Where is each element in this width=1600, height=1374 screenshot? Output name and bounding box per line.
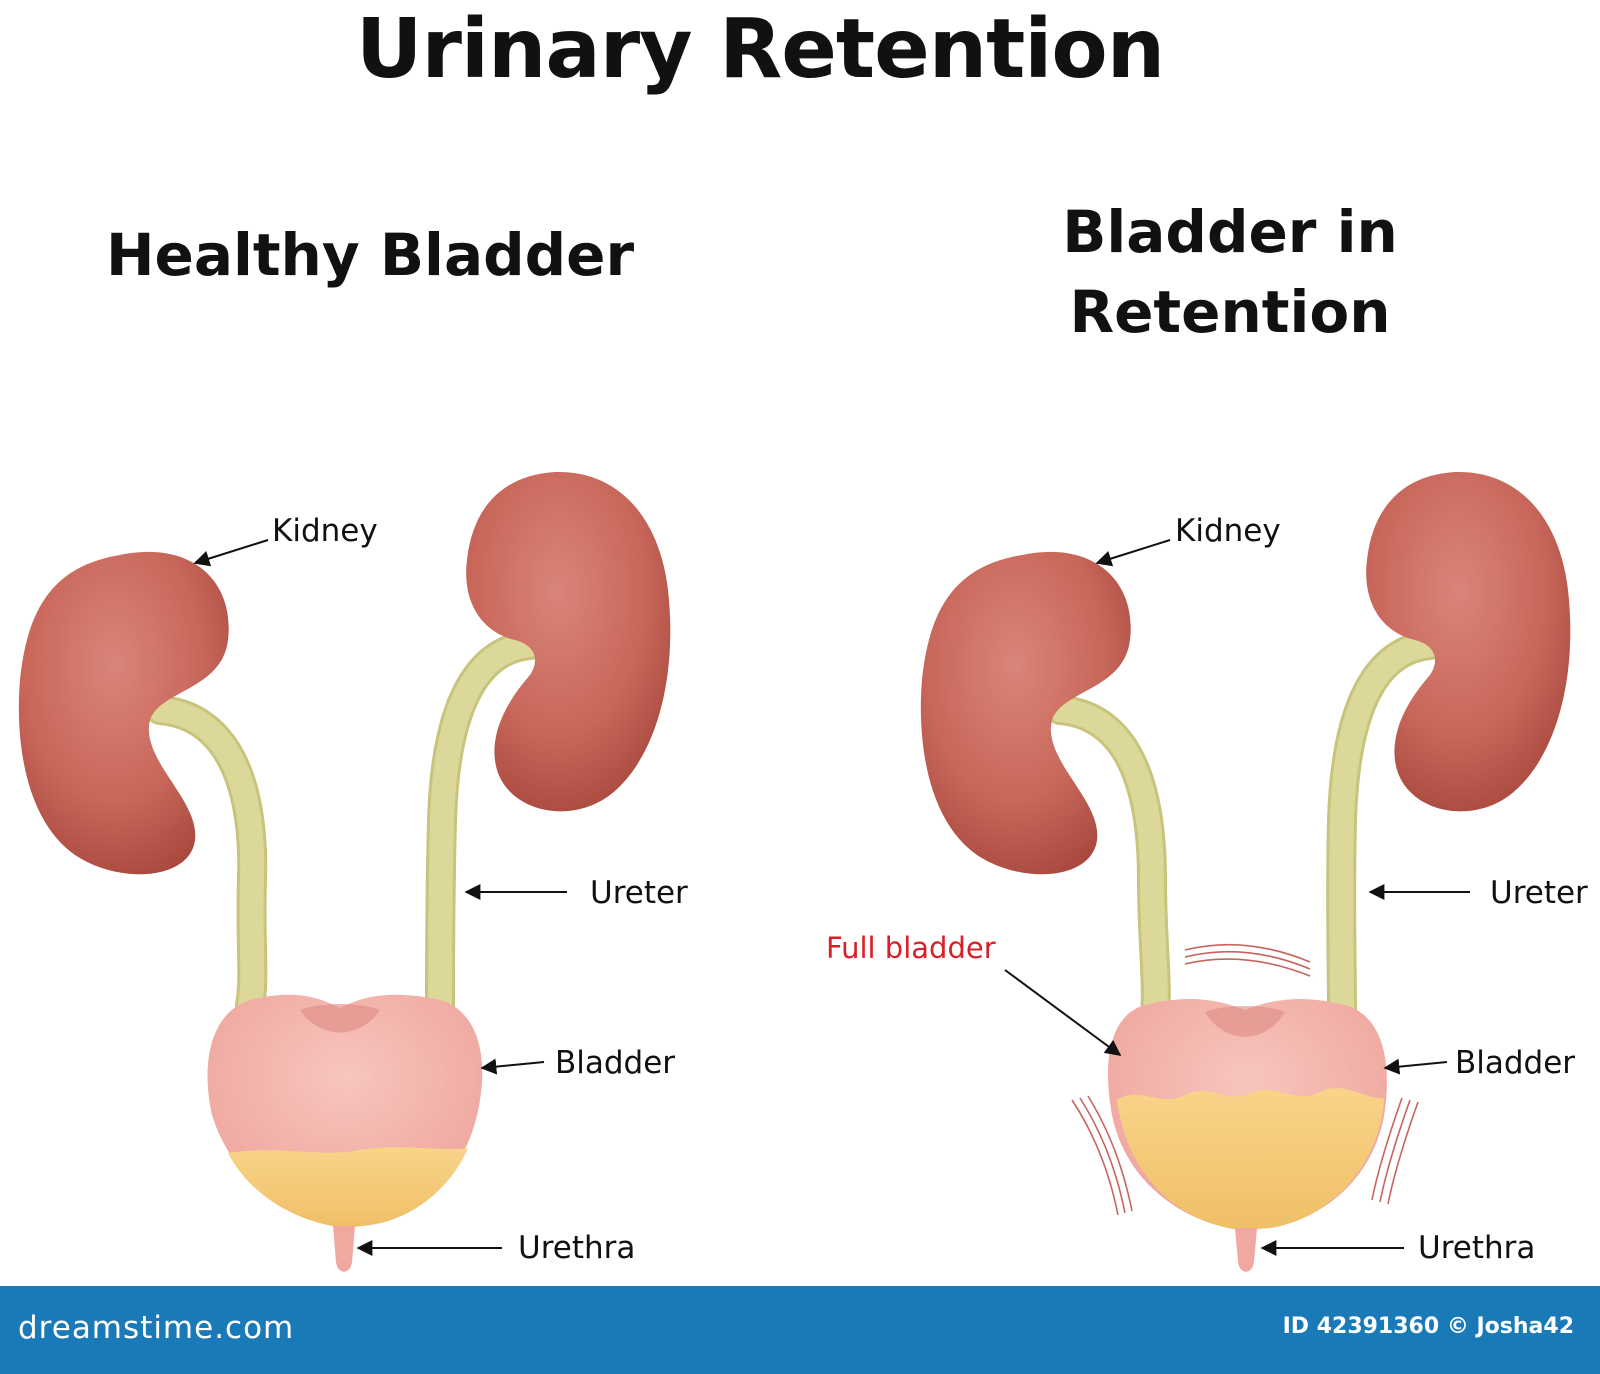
label-right-kidney: Kidney [1175, 513, 1281, 549]
footer-bar: dreamstime.com ID 42391360 © Josha42 [0, 1286, 1600, 1374]
retention-heading-line2: Retention [1069, 278, 1391, 346]
right-ureter-right-inner [1329, 633, 1442, 1027]
urinary-diagram [18, 471, 1571, 1272]
arrow-full-bladder [1004, 969, 1122, 1056]
label-right-bladder: Bladder [1455, 1045, 1576, 1081]
arrow-right-kidney [1095, 539, 1171, 567]
healthy-bladder-heading: Healthy Bladder [105, 221, 635, 289]
left-ureter-right-inner [428, 633, 542, 1017]
label-left-kidney: Kidney [272, 513, 378, 549]
right-ureter-left-inner [1048, 698, 1168, 1027]
page-title: Urinary Retention [355, 2, 1165, 97]
arrow-left-kidney [193, 539, 269, 567]
label-right-urethra: Urethra [1418, 1230, 1536, 1266]
left-ureter-left-inner [148, 698, 265, 1017]
left-bladder-shadow [300, 1004, 380, 1033]
label-left-ureter: Ureter [590, 875, 688, 911]
arrow-left-bladder [480, 1058, 545, 1075]
left-kidney-right [466, 471, 671, 812]
label-left-bladder: Bladder [555, 1045, 676, 1081]
left-urine [228, 1147, 468, 1228]
right-bladder-shadow [1205, 1006, 1285, 1037]
label-full-bladder: Full bladder [826, 931, 996, 965]
right-kidney-right [1366, 471, 1571, 812]
healthy-panel [18, 471, 671, 1272]
right-urethra [1235, 1228, 1257, 1272]
right-kidney-left [920, 551, 1131, 875]
retention-panel [920, 471, 1571, 1272]
retention-heading-line1: Bladder in [1062, 198, 1398, 266]
left-kidney-left [18, 551, 229, 875]
footer-credit: ID 42391360 © Josha42 [1282, 1314, 1574, 1339]
label-right-ureter: Ureter [1490, 875, 1588, 911]
pressure-marks [1071, 943, 1419, 1216]
footer-brand[interactable]: dreamstime.com [18, 1310, 295, 1346]
right-urine [1117, 1088, 1384, 1230]
arrow-right-bladder [1383, 1058, 1448, 1075]
left-urethra [333, 1226, 355, 1272]
label-left-urethra: Urethra [518, 1230, 636, 1266]
